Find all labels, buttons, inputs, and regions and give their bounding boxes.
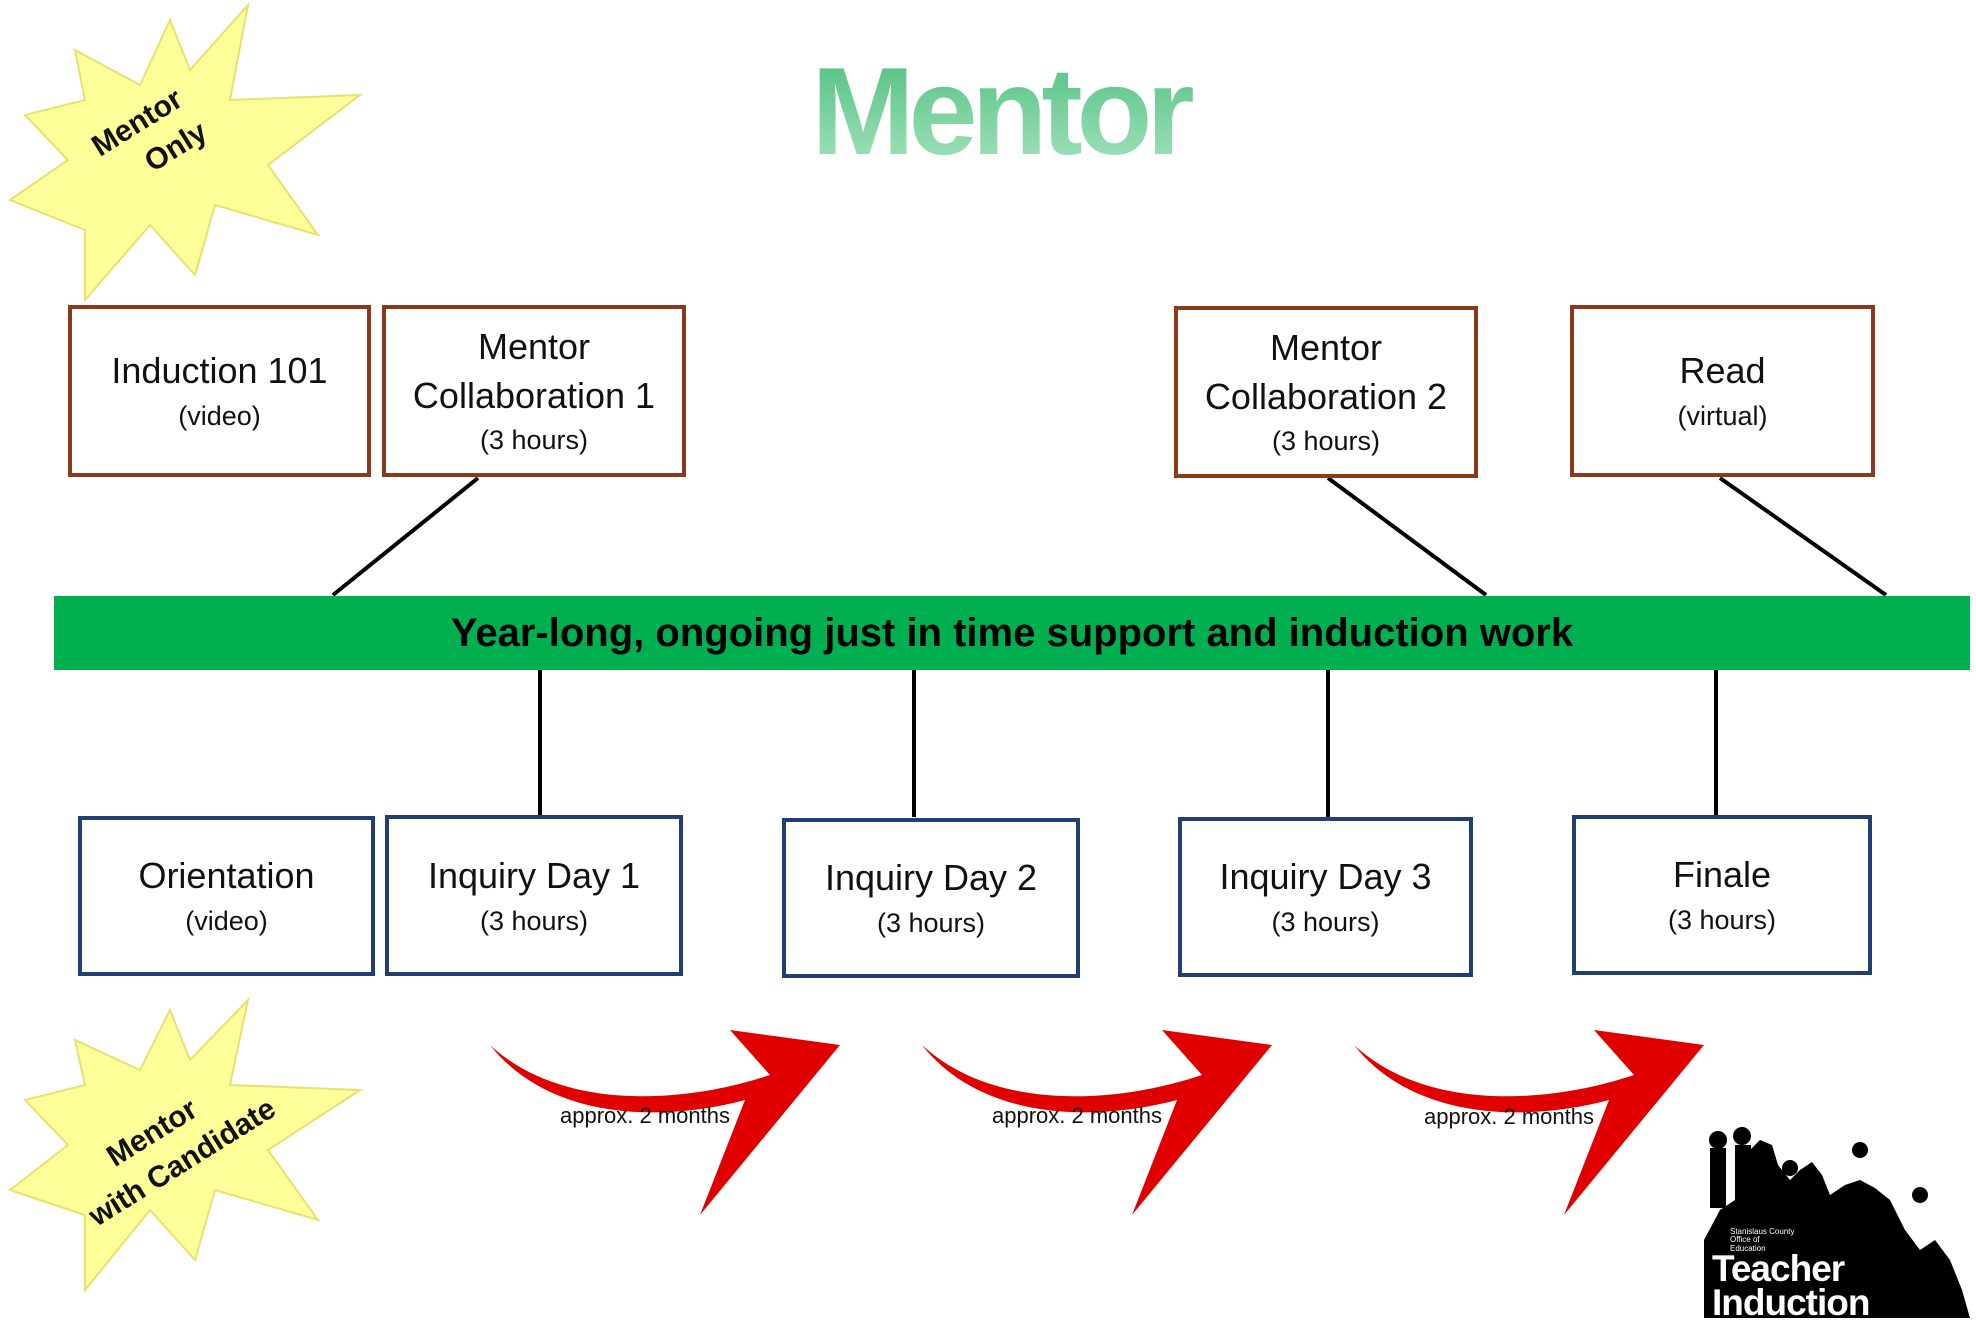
box-title: Inquiry Day 1 [427,854,641,896]
box-title: Mentor Collaboration 2 [1204,327,1448,417]
logo-org-line: Education [1730,1243,1766,1253]
red-arrow-icon [490,1030,840,1215]
box-title: Induction 101 [111,350,328,392]
read-box: Read (virtual) [1570,305,1875,477]
logo-org-line: Office of [1730,1235,1760,1245]
box-subtitle: (video) [185,906,268,937]
arrow-duration-label: approx. 2 months [560,1103,730,1128]
orientation-box: Orientation (video) [78,816,375,976]
box-title: Finale [1672,854,1772,896]
mentor-with-candidate-starburst [7,996,364,1293]
induction-101-box: Induction 101 (video) [68,305,371,477]
box-title: Read [1679,350,1766,392]
red-arrow-icon [922,1030,1272,1215]
teacher-induction-logo [1704,1127,1970,1318]
inquiry-day-2-box: Inquiry Day 2 (3 hours) [782,818,1080,978]
connector-line [1718,476,1888,597]
box-subtitle: (3 hours) [479,905,589,936]
logo-org-line: Stanislaus County [1730,1227,1795,1236]
timeline-bar-label: Year-long, ongoing just in time support … [450,610,1574,655]
connector-line [1326,476,1488,597]
logo-word: Teacher [1712,1248,1845,1289]
box-subtitle: (3 hours) [1667,905,1777,936]
logo-org-name: Stanislaus County Office of Education [1730,1227,1795,1253]
arrow-duration-label: approx. 2 months [992,1103,1162,1128]
finale-box: Finale (3 hours) [1572,815,1872,975]
mentor-collaboration-2-box: Mentor Collaboration 2 (3 hours) [1174,306,1478,478]
box-subtitle: (3 hours) [876,908,986,939]
inquiry-day-1-box: Inquiry Day 1 (3 hours) [385,815,683,976]
logo-word: Induction [1712,1282,1870,1323]
timeline-bar: Year-long, ongoing just in time support … [54,596,1970,670]
box-subtitle: (3 hours) [1271,426,1381,457]
arrow-duration-label: approx. 2 months [1424,1104,1594,1129]
box-subtitle: (virtual) [1677,401,1768,432]
box-title: Mentor Collaboration 1 [412,326,656,416]
connector-line [331,476,480,597]
box-subtitle: (video) [178,401,261,432]
box-subtitle: (3 hours) [1271,907,1380,938]
red-arrow-icon [1354,1030,1704,1215]
mentor-collaboration-1-box: Mentor Collaboration 1 (3 hours) [382,305,686,477]
box-title: Orientation [138,855,315,897]
box-title: Inquiry Day 2 [824,857,1038,899]
box-subtitle: (3 hours) [479,425,589,456]
page-title: Mentor [700,50,1300,174]
mentor-only-starburst [7,1,364,303]
logo-wordmark: Teacher Induction [1712,1248,1870,1323]
box-title: Inquiry Day 3 [1219,856,1432,898]
inquiry-day-3-box: Inquiry Day 3 (3 hours) [1178,817,1473,977]
